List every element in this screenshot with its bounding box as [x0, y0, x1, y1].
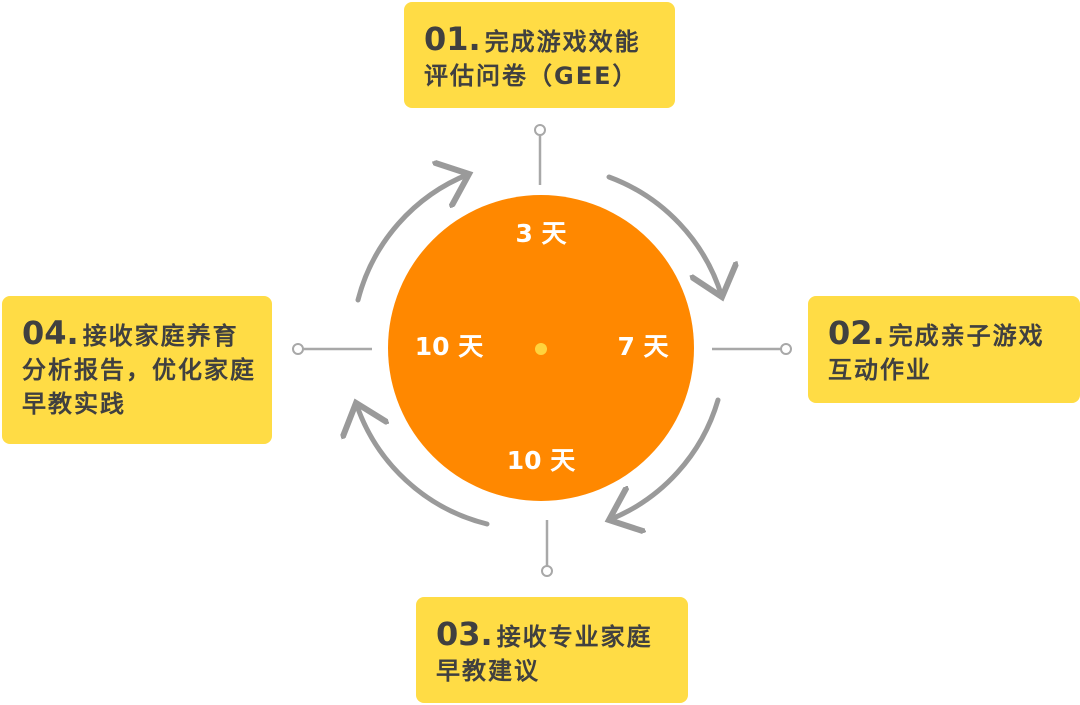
connector-left-node — [292, 343, 304, 355]
step-01-box: 01.完成游戏效能评估问卷（GEE） — [404, 2, 675, 108]
connector-bottom-node — [541, 565, 553, 577]
step-01-text: 完成游戏效能评估问卷（GEE） — [424, 28, 641, 90]
duration-right: 7 天 — [617, 332, 669, 361]
connector-right-node — [780, 343, 792, 355]
connector-top-node — [534, 124, 546, 136]
arrow-bottom-right — [609, 397, 721, 520]
step-03-box: 03.接收专业家庭早教建议 — [416, 597, 688, 703]
duration-left: 10 天 — [414, 332, 484, 361]
duration-top: 3 天 — [515, 219, 567, 248]
step-04-number: 04. — [22, 314, 79, 352]
step-02-number: 02. — [828, 314, 885, 352]
step-04-box: 04.接收家庭养育分析报告，优化家庭早教实践 — [2, 296, 272, 444]
arrow-bottom-left — [356, 403, 490, 527]
step-02-text: 完成亲子游戏互动作业 — [828, 322, 1045, 384]
arrow-top-right — [606, 174, 722, 297]
step-04-text: 接收家庭养育分析报告，优化家庭早教实践 — [22, 322, 256, 418]
step-03-text: 接收专业家庭早教建议 — [436, 623, 653, 685]
duration-bottom: 10 天 — [506, 446, 576, 475]
step-01-number: 01. — [424, 20, 481, 58]
center-dot — [535, 343, 547, 355]
step-02-box: 02.完成亲子游戏互动作业 — [808, 296, 1080, 403]
step-03-number: 03. — [436, 615, 493, 653]
arrow-top-left — [355, 174, 469, 303]
